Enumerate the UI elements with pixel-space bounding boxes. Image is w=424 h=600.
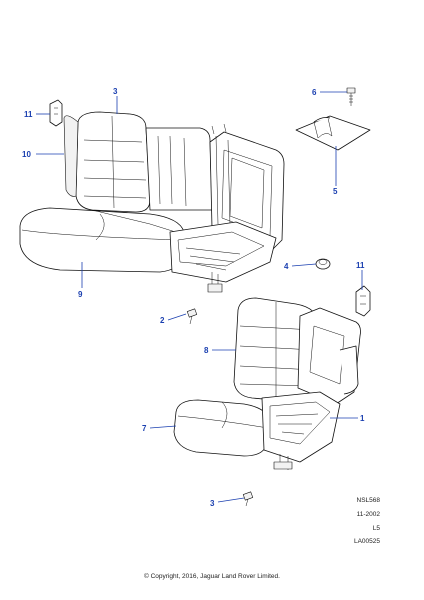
callout-2: 2 <box>160 316 165 325</box>
reference-date: 11-2002 <box>356 511 380 518</box>
copyright-notice: © Copyright, 2016, Jaguar Land Rover Lim… <box>144 573 280 580</box>
screw-mid <box>186 308 198 325</box>
seat-frame-lower <box>297 307 361 405</box>
reference-page: L5 <box>372 525 380 532</box>
grommet <box>315 258 331 270</box>
bracket-plate <box>295 115 371 151</box>
latch-lower <box>355 285 371 317</box>
callout-3-upper: 3 <box>113 87 118 96</box>
seat-base-frame-lower <box>261 391 341 470</box>
seat-frame-upper <box>209 123 285 251</box>
callout-5: 5 <box>333 187 338 196</box>
callout-7: 7 <box>142 424 147 433</box>
callout-9: 9 <box>78 290 83 299</box>
reference-code: NSL568 <box>356 497 381 504</box>
callout-4: 4 <box>284 262 289 271</box>
callout-3-lower: 3 <box>210 499 215 508</box>
callout-1: 1 <box>360 414 365 423</box>
screw-lower <box>242 491 254 507</box>
callout-11-lower: 11 <box>356 261 365 270</box>
bolt-small <box>346 87 356 106</box>
seat-cushion-upper <box>19 207 185 273</box>
callout-11-upper: 11 <box>24 110 33 119</box>
seat-base-frame-upper <box>169 221 277 293</box>
leader-lines <box>36 91 363 503</box>
seat-back-lower <box>233 297 319 403</box>
callout-8: 8 <box>204 346 209 355</box>
callout-6: 6 <box>312 88 317 97</box>
seat-back-upper <box>63 111 213 213</box>
reference-part: LA00525 <box>353 538 380 545</box>
seat-cushion-lower <box>173 399 271 457</box>
callout-10: 10 <box>22 150 31 159</box>
latch-upper <box>49 99 63 127</box>
